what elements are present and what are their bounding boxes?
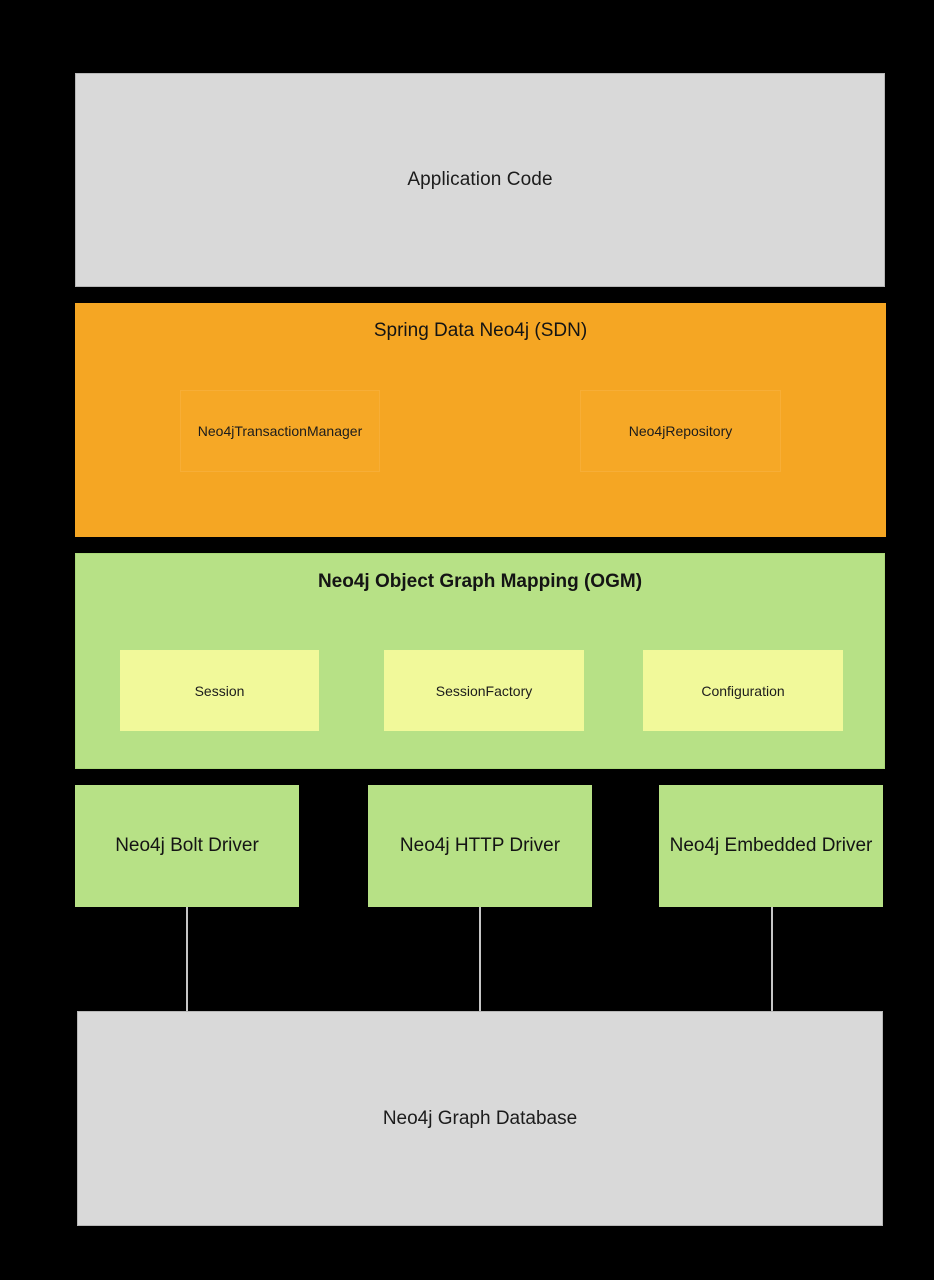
graph-database-label: Neo4j Graph Database (382, 1107, 578, 1129)
connector-bolt-to-database (186, 907, 188, 1011)
component-configuration[interactable]: Configuration (643, 650, 843, 731)
component-label: Configuration (701, 682, 785, 699)
driver-neo4j-http[interactable]: Neo4j HTTP Driver (368, 785, 592, 907)
driver-label: Neo4j Bolt Driver (115, 835, 259, 856)
component-label: Session (194, 682, 245, 699)
component-label: SessionFactory (435, 682, 533, 699)
component-neo4j-transaction-manager[interactable]: Neo4jTransactionManager (180, 390, 380, 472)
driver-label: Neo4j Embedded Driver (669, 835, 873, 856)
application-code-label: Application Code (407, 169, 553, 190)
connector-embedded-to-database (771, 907, 773, 1011)
driver-neo4j-bolt[interactable]: Neo4j Bolt Driver (75, 785, 299, 907)
connector-http-to-database (479, 907, 481, 1011)
component-neo4j-repository[interactable]: Neo4jRepository (580, 390, 781, 472)
layer-application-code[interactable]: Application Code (75, 73, 885, 287)
sdn-title: Spring Data Neo4j (SDN) (373, 320, 588, 341)
component-session[interactable]: Session (120, 650, 319, 731)
driver-neo4j-embedded[interactable]: Neo4j Embedded Driver (659, 785, 883, 907)
component-session-factory[interactable]: SessionFactory (384, 650, 584, 731)
ogm-title: Neo4j Object Graph Mapping (OGM) (317, 571, 643, 592)
component-label: Neo4jRepository (628, 423, 733, 439)
layer-neo4j-graph-database[interactable]: Neo4j Graph Database (77, 1011, 883, 1226)
layer-neo4j-ogm[interactable]: Neo4j Object Graph Mapping (OGM) Session… (75, 553, 885, 769)
layer-spring-data-neo4j[interactable]: Spring Data Neo4j (SDN) Neo4jTransaction… (75, 303, 886, 537)
driver-label: Neo4j HTTP Driver (399, 835, 561, 856)
component-label: Neo4jTransactionManager (197, 423, 363, 439)
